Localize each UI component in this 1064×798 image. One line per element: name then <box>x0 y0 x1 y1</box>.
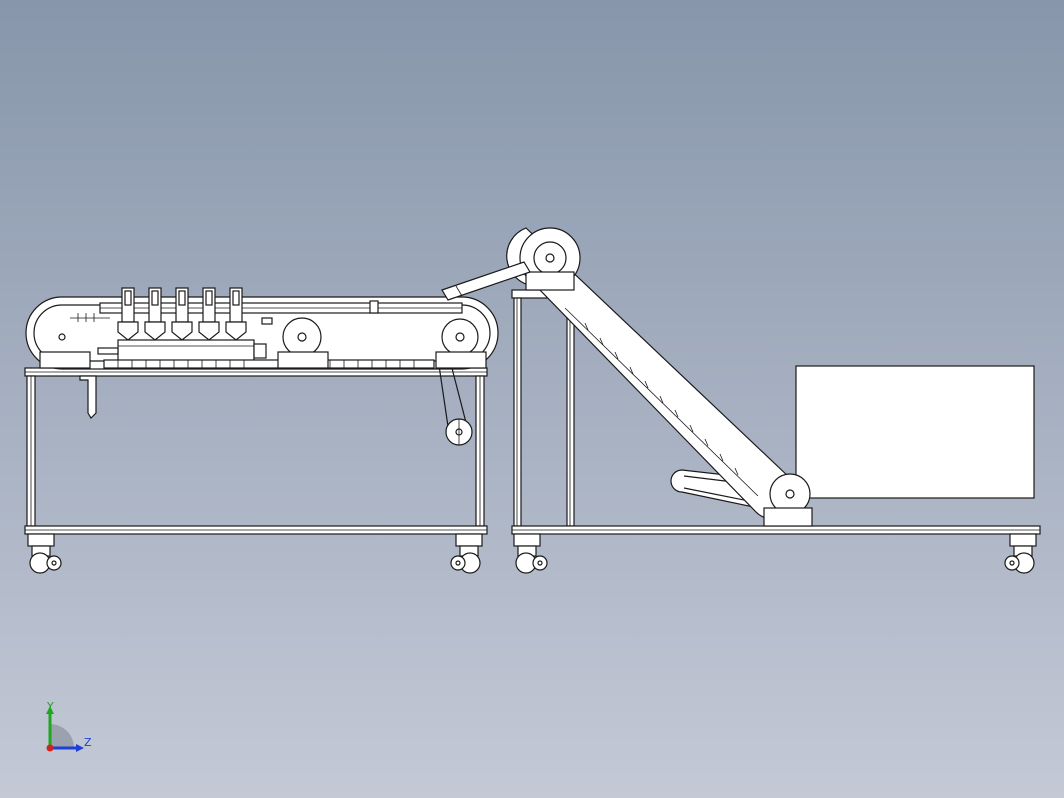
caster-wheel <box>27 533 62 574</box>
cutter-head[interactable] <box>144 287 166 341</box>
left-blade <box>79 375 97 419</box>
z-axis-arrowhead-icon <box>76 744 84 752</box>
origin-dot-icon <box>46 744 54 752</box>
orientation-triad[interactable]: Y Z <box>46 700 92 752</box>
z-axis-label: Z <box>84 736 92 749</box>
right-machine[interactable] <box>441 227 1041 574</box>
y-axis-arrowhead-icon <box>46 706 54 714</box>
left-roller-cylinder <box>97 339 267 363</box>
caster-wheel <box>450 533 483 574</box>
y-axis-label: Y <box>46 700 54 713</box>
discharge-chute <box>441 261 531 301</box>
left-machine[interactable] <box>24 287 499 574</box>
incline-conveyor <box>506 227 813 527</box>
right-casters <box>513 533 1037 574</box>
triad-plane-icon <box>50 724 74 748</box>
cutter-heads <box>117 287 247 341</box>
cutter-head[interactable] <box>171 287 193 341</box>
hopper-box <box>795 365 1035 499</box>
cutter-head[interactable] <box>198 287 220 341</box>
caster-wheel <box>513 533 548 574</box>
left-slats <box>103 359 435 369</box>
incline-cleats <box>564 307 759 497</box>
caster-wheel <box>1004 533 1037 574</box>
left-drive-belt <box>435 344 473 446</box>
left-bearing-blocks <box>39 351 487 369</box>
left-middle-pulley <box>277 317 329 369</box>
cutter-head[interactable] <box>225 287 247 341</box>
left-casters <box>27 533 483 574</box>
cutter-head[interactable] <box>117 287 139 341</box>
